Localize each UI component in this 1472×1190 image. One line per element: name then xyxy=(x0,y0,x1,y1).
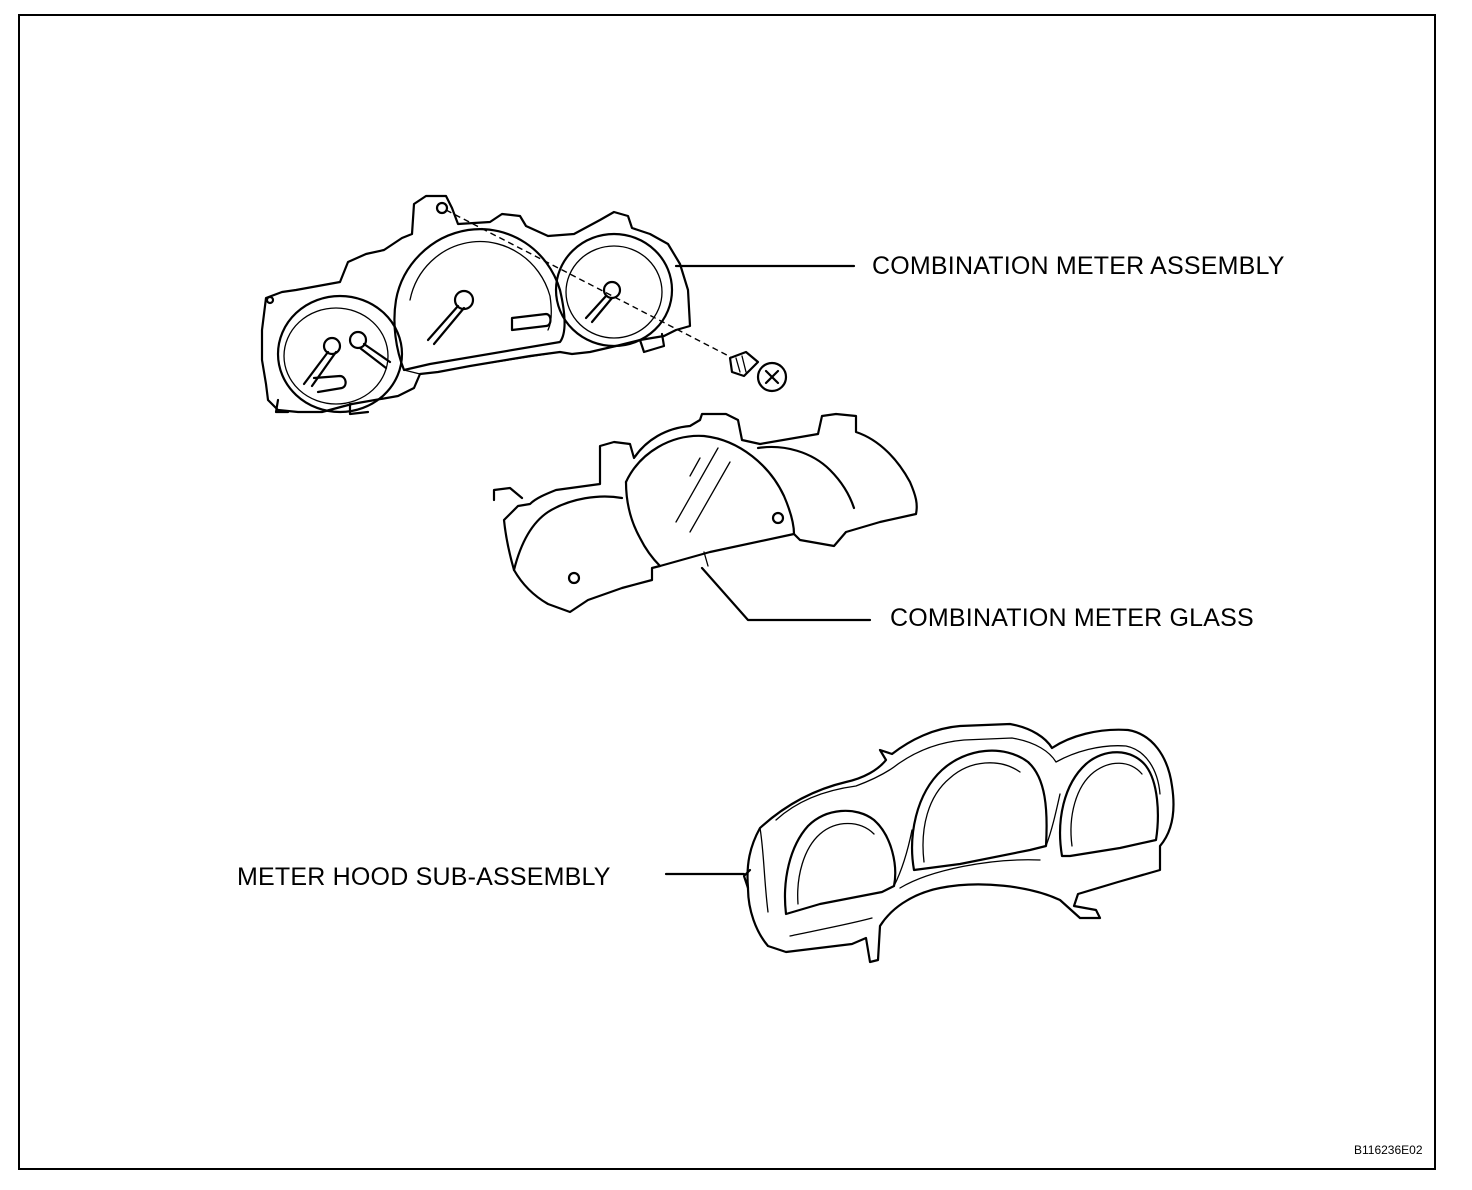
screw-icon xyxy=(728,350,788,393)
combination-meter-assembly-drawing xyxy=(260,194,692,416)
figure-code: B116236E02 xyxy=(1354,1143,1423,1157)
meter-hood-sub-assembly-drawing xyxy=(742,722,1175,964)
diagram-frame xyxy=(18,14,1436,1170)
leader-meter-glass xyxy=(700,566,872,622)
combination-meter-assembly-label: COMBINATION METER ASSEMBLY xyxy=(872,252,1285,280)
combination-meter-glass-label: COMBINATION METER GLASS xyxy=(890,604,1254,632)
screw-guide-line xyxy=(445,209,749,367)
combination-meter-glass-drawing xyxy=(492,412,918,614)
meter-hood-sub-assembly-label: METER HOOD SUB-ASSEMBLY xyxy=(237,863,611,891)
